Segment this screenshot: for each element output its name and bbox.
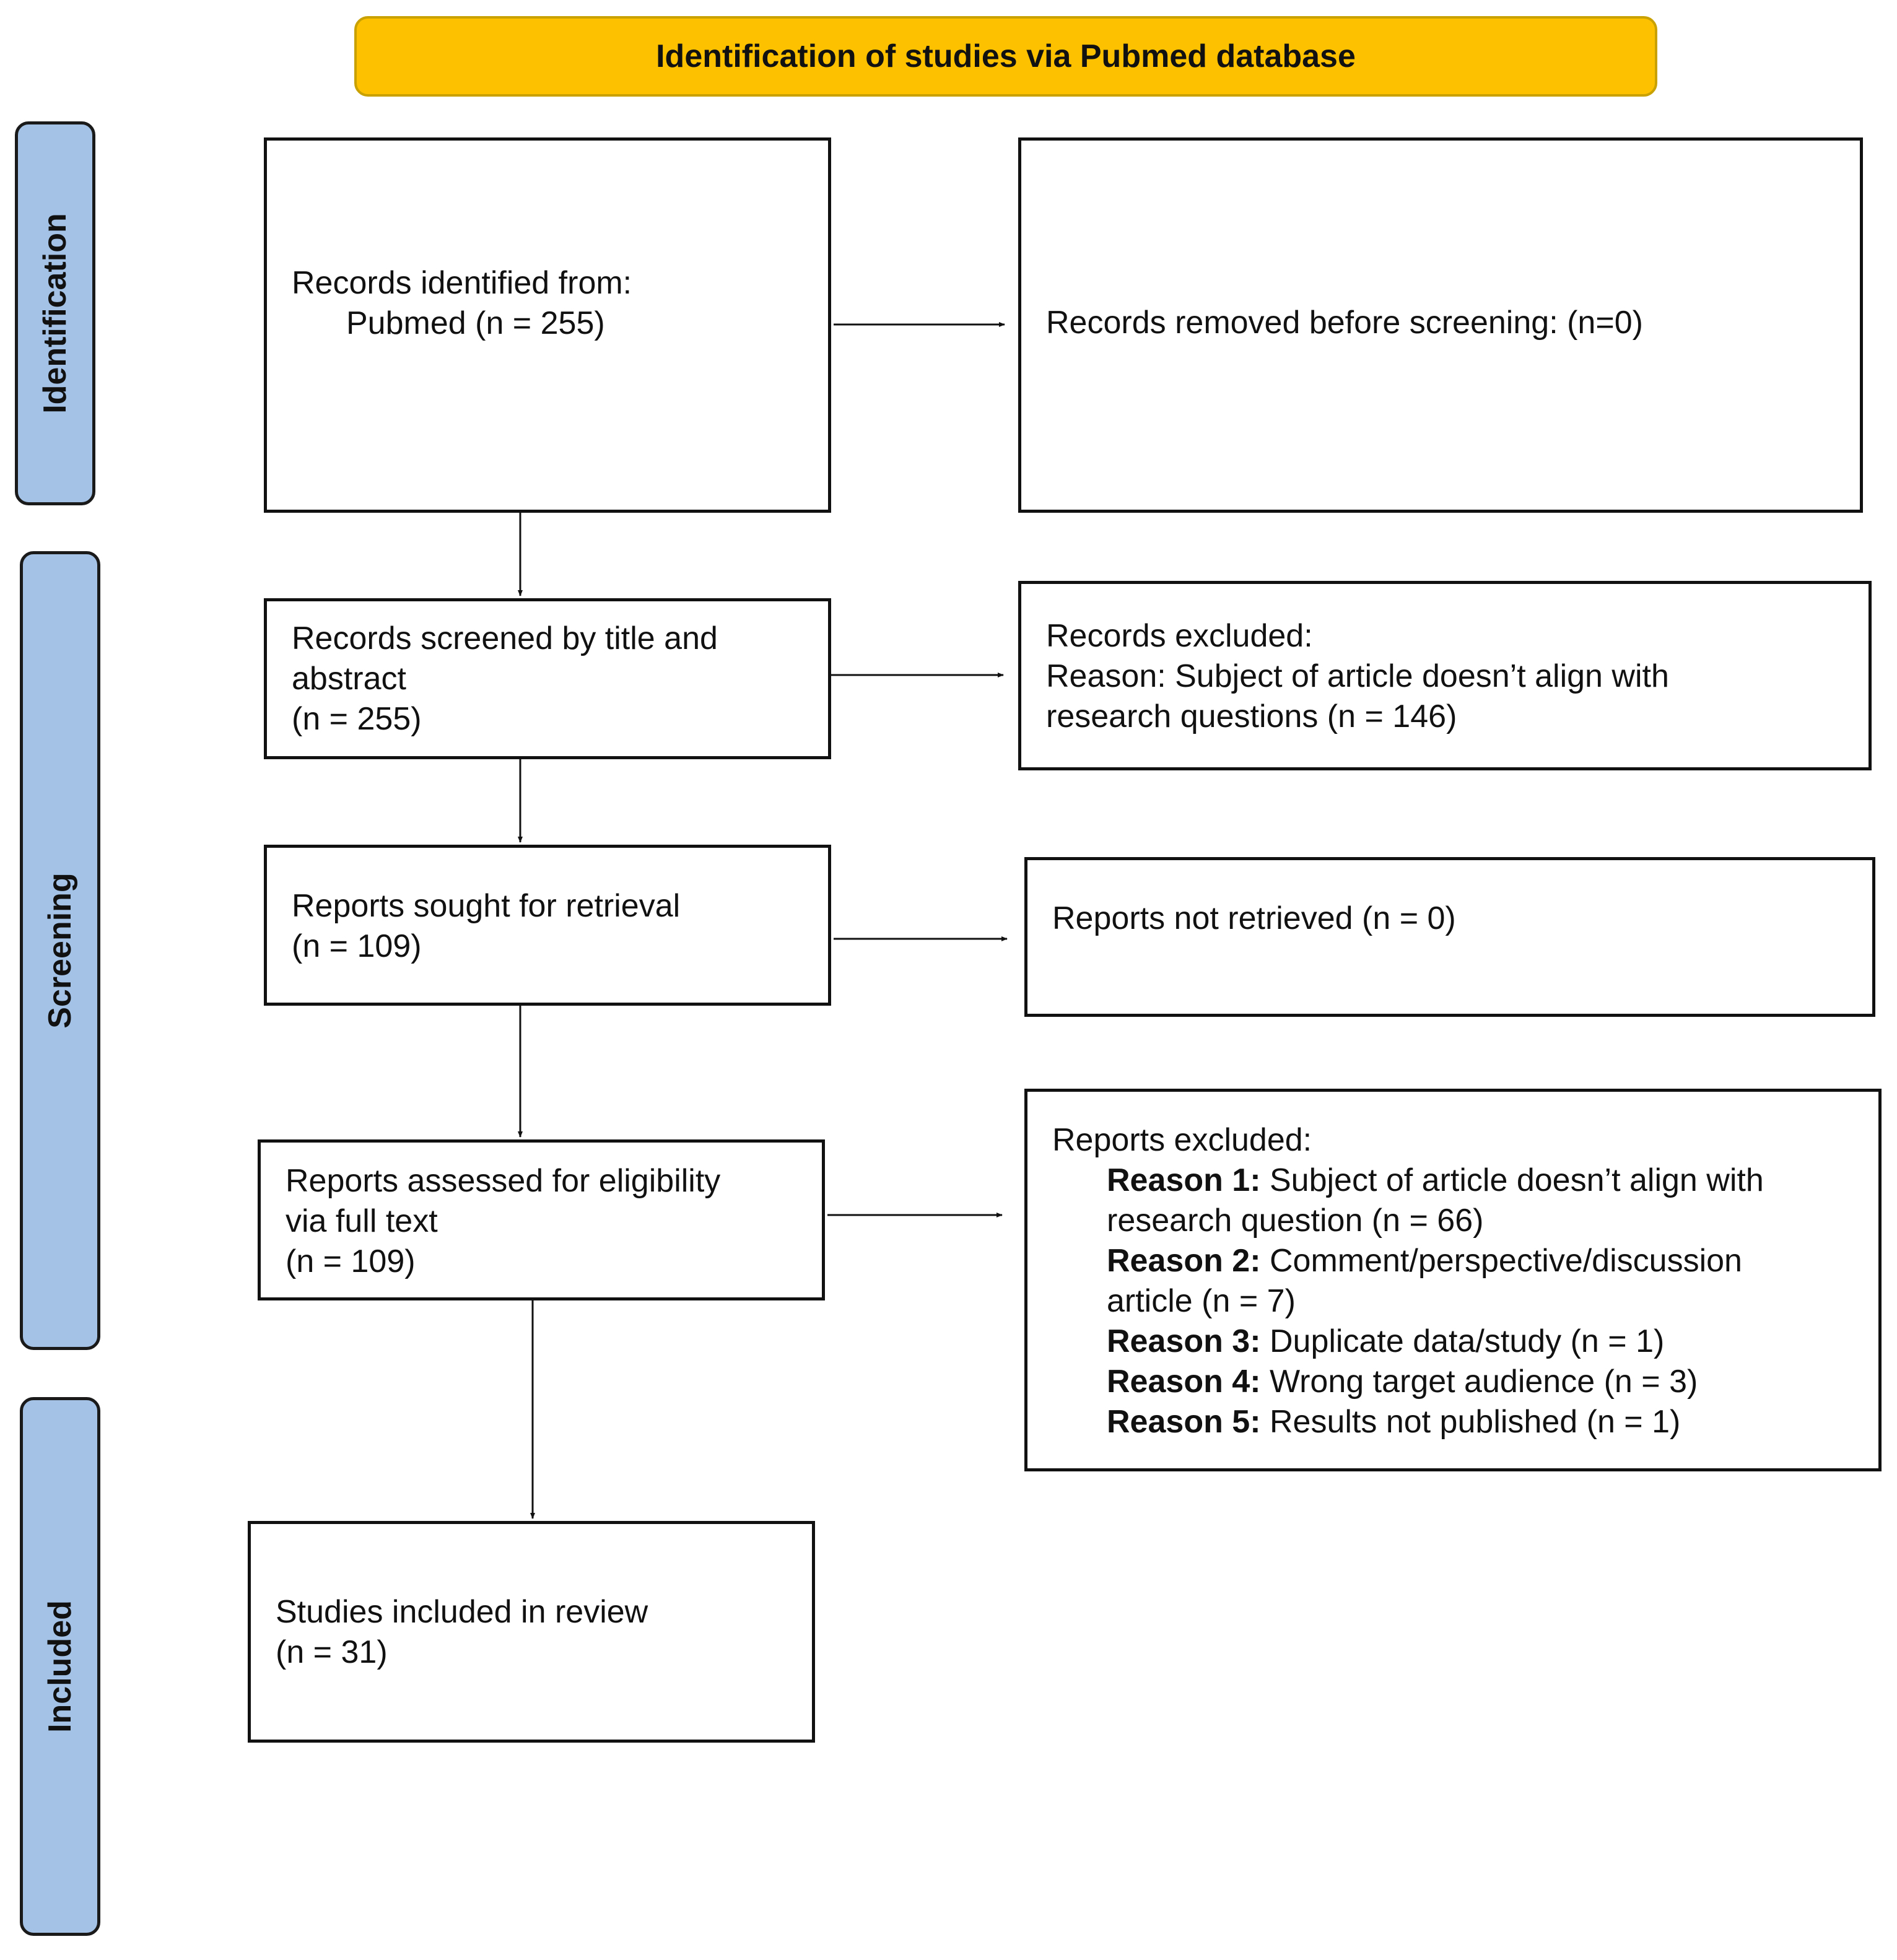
- reason-2-text: Comment/perspective/discussion: [1260, 1243, 1742, 1279]
- stage-included: Included: [20, 1397, 100, 1936]
- header-banner: Identification of studies via Pubmed dat…: [354, 16, 1657, 97]
- reason-4-label: Reason 4:: [1107, 1364, 1261, 1400]
- records-screened-box: Records screened by title and abstract (…: [264, 598, 831, 759]
- studies-included-line2: (n = 31): [276, 1634, 388, 1670]
- reports-excluded-box: Reports excluded: Reason 1: Subject of a…: [1024, 1089, 1882, 1471]
- records-screened-line3: (n = 255): [292, 701, 422, 737]
- reason-1-text: Subject of article doesn’t align with: [1260, 1162, 1764, 1198]
- reports-sought-box: Reports sought for retrieval (n = 109): [264, 845, 831, 1006]
- header-title: Identification of studies via Pubmed dat…: [656, 38, 1356, 74]
- reports-assessed-line1: Reports assessed for eligibility: [286, 1163, 721, 1199]
- reports-assessed-line2: via full text: [286, 1203, 438, 1239]
- reason-1: Reason 1: Subject of article doesn’t ali…: [1052, 1161, 1860, 1201]
- reason-5-label: Reason 5:: [1107, 1404, 1261, 1440]
- records-excluded-line3: research questions (n = 146): [1046, 699, 1457, 734]
- records-identified-line1: Records identified from:: [292, 265, 632, 301]
- reason-2: Reason 2: Comment/perspective/discussion: [1052, 1241, 1860, 1281]
- reports-assessed-box: Reports assessed for eligibility via ful…: [258, 1139, 825, 1300]
- records-screened-line2: abstract: [292, 661, 406, 697]
- reason-4: Reason 4: Wrong target audience (n = 3): [1052, 1362, 1860, 1402]
- reason-5: Reason 5: Results not published (n = 1): [1052, 1402, 1860, 1442]
- reason-3-text: Duplicate data/study (n = 1): [1260, 1323, 1665, 1359]
- reason-2-label: Reason 2:: [1107, 1243, 1261, 1279]
- records-screened-line1: Records screened by title and: [292, 621, 718, 656]
- records-excluded-line1: Records excluded:: [1046, 618, 1313, 654]
- records-removed-line1: Records removed before screening: (n=0): [1046, 305, 1643, 341]
- reports-sought-line1: Reports sought for retrieval: [292, 888, 681, 924]
- records-excluded-line2: Reason: Subject of article doesn’t align…: [1046, 658, 1669, 694]
- reports-assessed-line3: (n = 109): [286, 1244, 416, 1279]
- studies-included-line1: Studies included in review: [276, 1594, 648, 1630]
- reports-not-retrieved-box: Reports not retrieved (n = 0): [1024, 857, 1875, 1017]
- reason-3: Reason 3: Duplicate data/study (n = 1): [1052, 1322, 1860, 1362]
- records-identified-box: Records identified from: Pubmed (n = 255…: [264, 137, 831, 513]
- reason-2-continued: article (n = 7): [1107, 1283, 1296, 1319]
- reports-excluded-heading: Reports excluded:: [1052, 1122, 1312, 1158]
- stage-screening: Screening: [20, 551, 100, 1350]
- reports-not-retrieved-line1: Reports not retrieved (n = 0): [1052, 900, 1456, 936]
- records-excluded-box: Records excluded: Reason: Subject of art…: [1018, 581, 1872, 770]
- reason-3-label: Reason 3:: [1107, 1323, 1261, 1359]
- reports-sought-line2: (n = 109): [292, 928, 422, 964]
- records-identified-line2: Pubmed (n = 255): [346, 305, 605, 341]
- reason-1-label: Reason 1:: [1107, 1162, 1261, 1198]
- stage-identification: Identification: [15, 121, 95, 505]
- reason-5-text: Results not published (n = 1): [1260, 1404, 1681, 1440]
- studies-included-box: Studies included in review (n = 31): [248, 1521, 815, 1743]
- reason-4-text: Wrong target audience (n = 3): [1260, 1364, 1698, 1400]
- reason-1-continued: research question (n = 66): [1107, 1203, 1484, 1239]
- records-removed-box: Records removed before screening: (n=0): [1018, 137, 1863, 513]
